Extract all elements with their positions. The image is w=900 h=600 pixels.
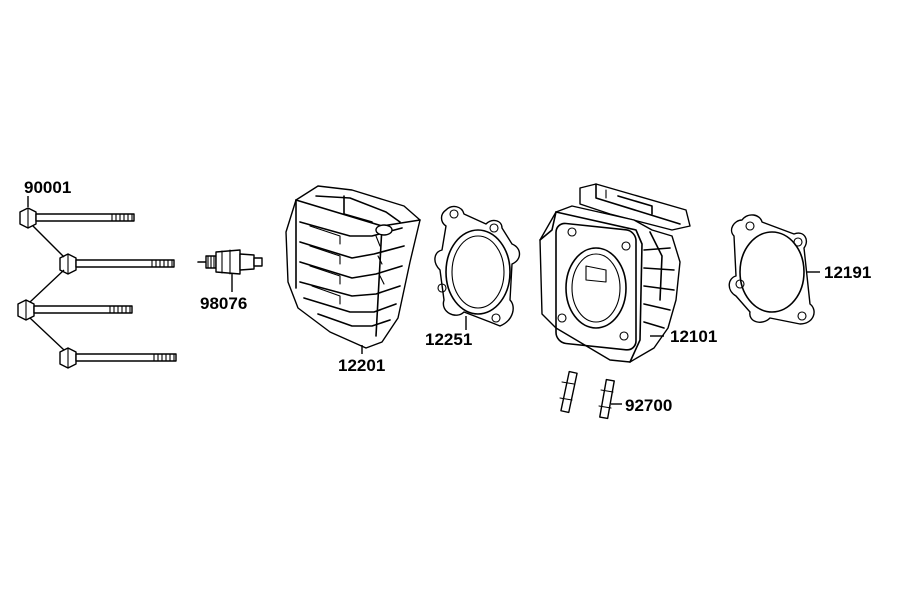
part-number-head-gasket: 12251 bbox=[425, 330, 472, 349]
part-number-cylinder-head: 12201 bbox=[338, 356, 385, 375]
head-gasket bbox=[434, 205, 521, 330]
cylinder bbox=[539, 183, 691, 363]
part-number-cylinder: 12101 bbox=[670, 327, 717, 346]
part-number-dowel-pins: 92700 bbox=[625, 396, 672, 415]
bolt-leader-lines bbox=[27, 196, 65, 351]
base-gasket bbox=[728, 214, 820, 325]
part-number-spark-plug: 98076 bbox=[200, 294, 247, 313]
bolt bbox=[17, 299, 133, 321]
bolt bbox=[59, 253, 175, 275]
spark-plug bbox=[197, 249, 263, 292]
bolt-set bbox=[17, 196, 177, 369]
part-number-base-gasket: 12191 bbox=[824, 263, 871, 282]
dowel-pins bbox=[559, 370, 622, 420]
part-number-bolts: 90001 bbox=[24, 178, 71, 197]
dowel-pin bbox=[598, 378, 615, 420]
bolt bbox=[19, 207, 135, 229]
dowel-pin bbox=[559, 370, 578, 414]
cylinder-head bbox=[285, 185, 421, 354]
bolt bbox=[59, 347, 177, 369]
